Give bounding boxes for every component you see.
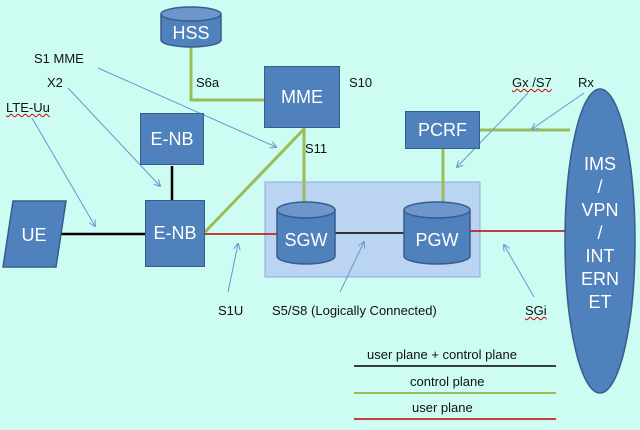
s5-s8-pointer	[339, 242, 364, 293]
cloud-line-2: /	[597, 176, 603, 197]
pgw-label: PGW	[415, 229, 459, 250]
cloud-line-7: ET	[588, 291, 612, 312]
s1u-label: S1U	[218, 303, 244, 318]
s1-mme-label: S1 MME	[34, 51, 84, 66]
s1-mme-pointer	[97, 67, 276, 147]
s6a-label: S6a	[196, 75, 220, 90]
rx-pointer	[532, 92, 585, 129]
x2-label: X2	[47, 75, 63, 90]
s5-s8-label: S5/S8 (Logically Connected)	[272, 303, 437, 318]
s10-label: S10	[349, 75, 373, 90]
enb-node: E-NB	[145, 200, 205, 267]
legend-label-control: control plane	[410, 374, 485, 389]
mme-node: MME	[264, 66, 340, 128]
ue-node	[2, 200, 67, 268]
s6a-link	[189, 42, 264, 102]
hss-node	[160, 6, 222, 48]
pcrf-node: PCRF	[405, 111, 480, 149]
cloud-line-6: ERN	[580, 268, 619, 289]
lte-uu-label: LTE-Uu	[6, 100, 50, 115]
legend-label-user: user plane	[412, 400, 473, 415]
s1u-pointer	[227, 244, 238, 293]
lte-uu-pointer	[31, 117, 95, 226]
gx-s7-label: Gx /S7	[512, 75, 552, 90]
enb-top-node: E-NB	[140, 113, 204, 165]
pgw-node	[403, 201, 471, 265]
ims-vpn-internet-node	[564, 88, 636, 394]
s1-mme-link	[203, 126, 307, 234]
cloud-line-5: INT	[585, 245, 615, 266]
cloud-line-3: VPN	[581, 199, 619, 220]
ue-label: UE	[21, 224, 47, 245]
sgw-label: SGW	[284, 229, 328, 250]
gx-pointer	[457, 92, 529, 167]
s11-label: S11	[305, 141, 328, 156]
rx-label: Rx	[578, 75, 594, 90]
sgw-node	[276, 201, 336, 265]
hss-label: HSS	[172, 22, 210, 43]
x2-pointer	[67, 87, 160, 186]
cloud-line-1: IMS	[583, 153, 616, 174]
legend-label-user-control: user plane + control plane	[367, 347, 517, 362]
sgi-pointer	[504, 245, 535, 298]
sgi-label: SGi	[525, 303, 547, 318]
cloud-line-4: /	[597, 222, 603, 243]
